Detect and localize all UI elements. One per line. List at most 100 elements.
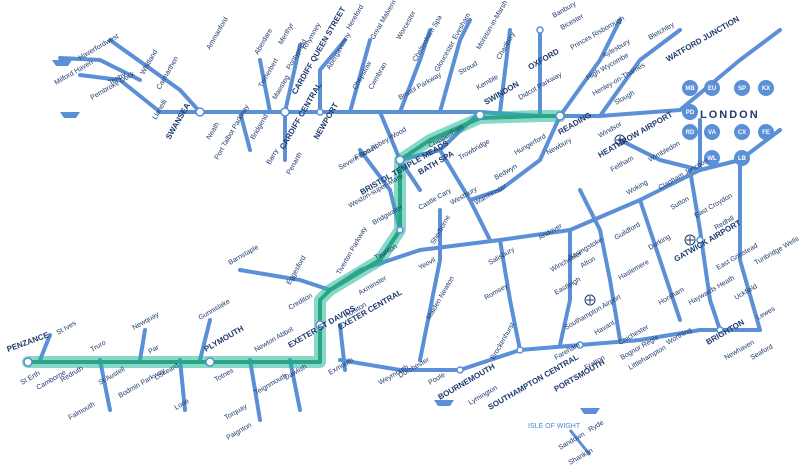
terminal-va[interactable]: VA <box>704 124 720 140</box>
label-worcester: Worcester <box>396 9 418 41</box>
label-par: Par <box>148 344 162 356</box>
label-barry: Barry <box>266 148 281 166</box>
svg-text:EU: EU <box>708 86 716 92</box>
line-barnstaple <box>238 268 332 292</box>
line-hereford <box>348 38 372 114</box>
line-east-coast <box>738 158 762 332</box>
line-south-coast <box>338 328 762 372</box>
terminal-kx[interactable]: KX <box>758 80 774 96</box>
station-dot-bournemouth[interactable] <box>456 366 464 374</box>
svg-text:VA: VA <box>708 130 717 136</box>
highlighted-route <box>22 110 566 368</box>
line-portsmouth-direct <box>578 188 622 342</box>
station-dot-plymouth[interactable] <box>205 357 215 367</box>
terminal-sp[interactable]: SP <box>734 80 750 96</box>
label-sutton: Sutton <box>670 195 691 211</box>
london-label: LONDON <box>700 109 760 121</box>
label-hereford: Hereford <box>346 4 366 31</box>
label-haverfordwest: Haverfordwest <box>78 33 121 62</box>
terminal-mb[interactable]: MB <box>682 80 698 96</box>
station-dot-bristol[interactable] <box>395 155 405 165</box>
station-dot-exeter[interactable] <box>315 320 325 330</box>
line-falmouth <box>98 358 112 412</box>
label-feltham: Feltham <box>610 155 636 174</box>
line-oxford-north <box>498 28 512 114</box>
terminal-wl[interactable]: WL <box>704 150 720 166</box>
label-woking: Woking <box>626 179 650 197</box>
terminal-cx[interactable]: CX <box>734 124 750 140</box>
label-maiden-newton: Maiden Newton <box>426 275 456 321</box>
terminal-rd[interactable]: RD <box>682 124 698 140</box>
terminal-lb[interactable]: LB <box>734 150 750 166</box>
station-dot-penzance[interactable] <box>23 357 33 367</box>
line-watford <box>598 28 682 118</box>
heathrow-airport-icon <box>614 134 626 146</box>
station-dot-brighton[interactable] <box>716 326 724 334</box>
line-newquay <box>138 328 147 362</box>
station-dot-reading[interactable] <box>555 111 565 121</box>
line-cheltenham <box>438 18 472 114</box>
svg-text:PD: PD <box>686 110 695 116</box>
svg-text:FE: FE <box>762 130 770 136</box>
label-bristol-parkway: Bristol Parkway <box>398 71 444 101</box>
station-dot-oxford[interactable] <box>536 26 544 34</box>
station-dot-newport[interactable] <box>316 108 324 116</box>
label-shanklin: Shanklin <box>568 447 595 467</box>
label-eastleigh: Eastleigh <box>554 276 583 297</box>
line-st-ives <box>38 333 52 362</box>
line-heathrow <box>618 138 702 172</box>
line-arun <box>638 198 682 322</box>
label-barnstaple: Barnstaple <box>228 244 261 267</box>
label-penarth: Penarth <box>286 151 304 176</box>
route-line <box>26 114 562 364</box>
svg-text:KX: KX <box>762 86 770 92</box>
ferry-icon-portsmouth <box>580 408 600 414</box>
station-dot-gatwick[interactable] <box>696 236 704 244</box>
label-swansea: SWANSEA <box>164 101 192 141</box>
line-chiltern <box>558 18 622 118</box>
label-crediton: Crediton <box>288 292 315 311</box>
label-brighton: BRIGHTON <box>705 318 747 347</box>
label-falmouth: Falmouth <box>68 401 97 422</box>
label-gunnislake: Gunnislake <box>198 298 232 322</box>
label-tunbridge-wells: Tunbridge Wells <box>754 235 800 266</box>
line-salisbury-south <box>498 238 522 352</box>
svg-text:SP: SP <box>738 86 746 92</box>
line-paignton <box>248 358 262 422</box>
label-bicester: Bicester <box>560 13 586 32</box>
label-cheltenham: Cheltenham Spa <box>412 14 444 63</box>
station-dots <box>23 26 724 374</box>
airport-icons <box>584 134 696 306</box>
line-wcml <box>678 28 782 112</box>
label-axminster: Axminster <box>358 275 389 297</box>
terminal-eu[interactable]: EU <box>704 80 720 96</box>
line-treherbert <box>258 58 272 114</box>
svg-text:MB: MB <box>685 86 695 92</box>
label-haslemere: Haslemere <box>618 259 651 282</box>
label-stroud: Stroud <box>458 60 479 76</box>
label-warminster: Warminster <box>474 183 509 207</box>
station-dot-swindon[interactable] <box>475 110 485 120</box>
label-st-ives: St Ives <box>56 320 78 337</box>
station-dot-portsmouth[interactable] <box>576 341 584 349</box>
ferry-icon-poole <box>434 400 454 406</box>
station-dot-southampton[interactable] <box>516 346 524 354</box>
label-ryde: Ryde <box>588 419 606 433</box>
line-gunnislake <box>198 318 212 362</box>
label-watford: WATFORD JUNCTION <box>665 14 742 63</box>
station-dot-cardiff[interactable] <box>280 107 290 117</box>
station-dot-bridgwater[interactable] <box>396 226 404 234</box>
label-merthyr: Merthyr <box>278 21 296 46</box>
line-west-wales <box>78 73 162 114</box>
terminal-pd[interactable]: PD <box>682 104 698 120</box>
station-dot-swansea[interactable] <box>195 107 205 117</box>
label-east-croydon: East Croydon <box>694 192 734 219</box>
label-torquay: Torquay <box>224 403 249 422</box>
label-east-grinstead: East Grinstead <box>716 242 760 271</box>
terminal-fe[interactable]: FE <box>758 124 774 140</box>
svg-text:RD: RD <box>686 130 695 136</box>
label-oxford: OXFORD <box>527 47 561 72</box>
label-ammanford: Ammanford <box>206 16 230 51</box>
